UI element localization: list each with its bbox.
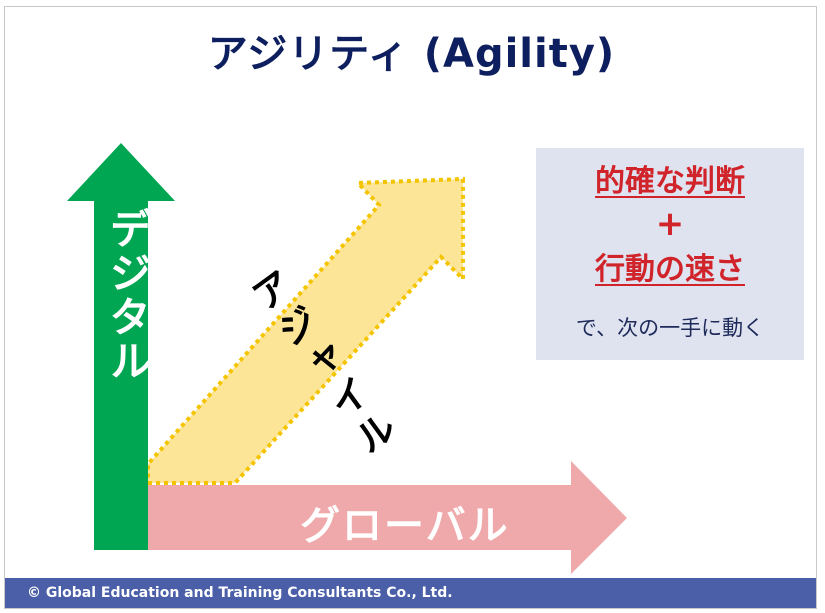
plus-sign: + [655,204,685,244]
action-speed-text: 行動の速さ [595,252,745,287]
arrow-diagram [67,143,627,574]
slide-title: アジリティ (Agility) [207,31,616,77]
accurate-judgment-text: 的確な判断 [595,164,745,199]
vertical-arrow [67,143,175,550]
key-message-box: 的確な判断 + 行動の速さ で、次の一手に動く [536,148,804,360]
copyright-footer: © Global Education and Training Consulta… [5,578,816,608]
horizontal-arrow-label: グローバル [300,503,510,549]
vertical-arrow-label: デジタル [103,207,152,383]
slide: アジリティ (Agility) デジタル グローバル アジャイル 的確な判断 +… [4,6,817,609]
diagonal-arrow [146,176,465,485]
next-move-note: で、次の一手に動く [575,316,765,340]
horizontal-arrow [148,461,627,574]
